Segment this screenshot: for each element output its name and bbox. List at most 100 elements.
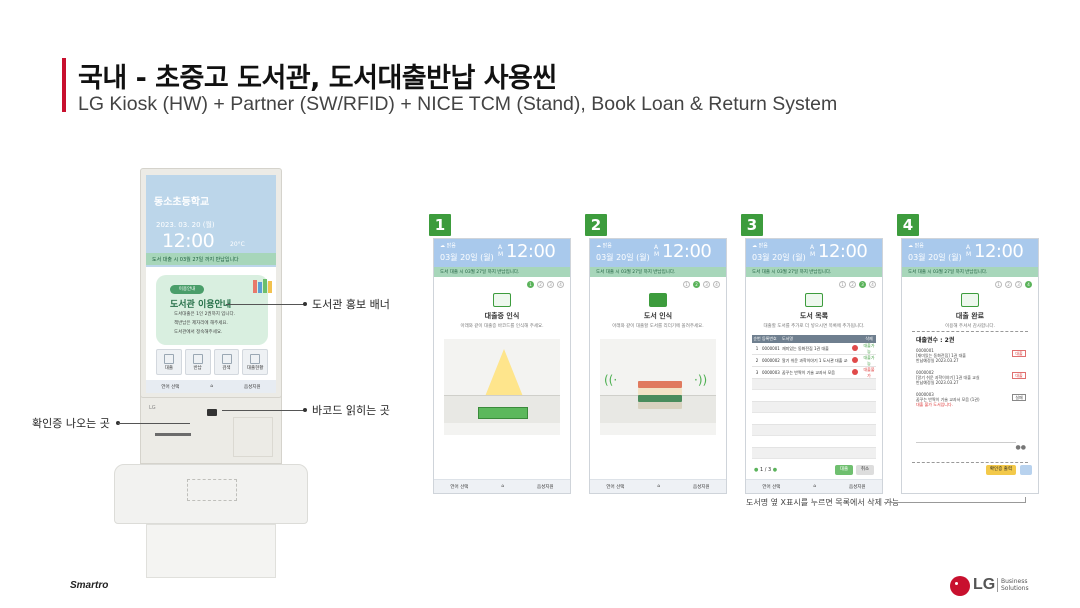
step-screen: ☁ 맑음 03월 20일 (월) A M 12:00 도서 대출 시 03월 2… [745, 238, 883, 494]
loan-button[interactable]: 대출 [156, 349, 182, 375]
loan-receipt: 대출권수 : 2권 0000001 [재미있는 동화전집] 1권 대출 반납예정… [912, 331, 1028, 463]
table-row: 2 0000002 알기 쉬운 과학이야기 1 도서관 대출 교실 대출가능 [752, 355, 876, 367]
rfid-wave-icon: ((· [604, 373, 618, 387]
screen-date: 03월 20일 (월) [596, 253, 650, 262]
kiosk-display-frame: 동소초등학교 2023. 03. 20 (월) 12:00 20°C 도서 대출… [140, 168, 282, 398]
pager[interactable]: ● 1 / 3 ● [754, 467, 777, 473]
home-icon[interactable]: ⌂ [501, 484, 505, 489]
step-badge: 2 [585, 214, 607, 236]
search-button[interactable]: 검색 [213, 349, 240, 375]
receipt-item: 0000001 [재미있는 동화전집] 1권 대출 반납예정일 2023.03.… [916, 348, 966, 363]
callout-dot [303, 302, 307, 306]
table-row-empty [752, 413, 876, 425]
step-instruction: 대출할 도서를 추가로 더 넣으시면 목록에 추가됩니다. [763, 324, 865, 329]
delete-icon[interactable] [848, 345, 862, 352]
language-button[interactable]: 언어 선택 [606, 484, 625, 490]
step-heading: 도서 목록 [799, 312, 829, 320]
print-receipt-button[interactable]: 확인증 출력 [986, 465, 1016, 475]
step-dot: 3 [1015, 281, 1022, 288]
weather-icon: ☁ 맑음 [908, 243, 924, 249]
weather-icon: ☁ 맑음 [440, 243, 456, 249]
banner-title: 도서관 이용안내 [170, 300, 232, 310]
kiosk-body: LG [140, 394, 282, 464]
step-badge: 4 [897, 214, 919, 236]
close-button[interactable] [1020, 465, 1032, 475]
check-books-icon [961, 293, 979, 307]
kiosk-content: 이용안내 도서관 이용안내 도서대출은 1인 2권까지 입니다. 책반납은 제자… [146, 267, 276, 393]
row-no: 2 [755, 358, 759, 363]
step-instruction: 이용해 주셔서 감사합니다. [945, 324, 995, 329]
book-image [638, 381, 682, 388]
library-promo-banner[interactable]: 이용안내 도서관 이용안내 도서대출은 1인 2권까지 입니다. 책반납은 제자… [156, 275, 272, 345]
step3-caption: 도서명 옆 X표시를 누르면 목록에서 삭제 가능 [746, 498, 900, 507]
table-row: 3 0000003 꿈꾸는 반짝이 기술 교과서 모음 대출불가 [752, 367, 876, 379]
language-button[interactable]: 언어 선택 [450, 484, 469, 490]
step-instruction: 아래와 같이 대출증 바코드를 인식해 주세요. [460, 324, 544, 329]
weather-icon: ☁ 맑음 [752, 243, 768, 249]
prev-icon[interactable]: ● [754, 467, 759, 473]
delete-icon[interactable] [848, 369, 862, 376]
kiosk-stand [146, 524, 276, 578]
status-badge: 대출 [1012, 350, 1026, 357]
step-screen: ☁ 맑음 03월 20일 (월) A M 12:00 도서 대출 시 03월 2… [901, 238, 1039, 494]
status-badge: 실패 [1012, 394, 1026, 401]
rfid-illustration: ((· ·)) [600, 339, 716, 435]
home-icon[interactable]: ⌂ [813, 484, 817, 489]
voice-button[interactable]: 음성지원 [693, 484, 710, 490]
kiosk-photo: LG 동소초등학교 2023. 03. 20 (월) 12:00 20°C 도서… [114, 168, 308, 578]
screen-footer: 언어 선택 ⌂ 음성지원 [590, 479, 726, 493]
book-image [638, 402, 682, 409]
callout-banner: 도서관 홍보 배너 [312, 298, 390, 311]
screen-header: ☁ 맑음 03월 20일 (월) A M 12:00 [434, 239, 570, 267]
return-button[interactable]: 반납 [184, 349, 211, 375]
step-heading: 도서 인식 [643, 312, 673, 320]
voice-button[interactable]: 음성지원 [849, 484, 866, 490]
home-icon[interactable]: ⌂ [210, 384, 214, 389]
callout-line [222, 410, 304, 411]
loan-status-button[interactable]: 대출현황 [242, 349, 268, 375]
card-dispenser-slot [155, 433, 191, 436]
row-status: 대출가능 [863, 342, 875, 354]
callout-line [118, 423, 190, 424]
step-heading: 대출 완료 [955, 312, 985, 320]
voice-button[interactable]: 음성지원 [244, 384, 261, 390]
item-due: 반납예정일 2023.03.27 [916, 358, 959, 363]
banner-line: 도서대출은 1인 2권까지 입니다. [174, 312, 236, 317]
book-image [638, 395, 682, 402]
page-subtitle: LG Kiosk (HW) + Partner (SW/RFID) + NICE… [78, 93, 838, 115]
loan-confirm-button[interactable]: 대출 [835, 465, 853, 475]
screen-time: 12:00 [818, 241, 868, 262]
step-instruction: 아래와 같이 대출할 도서를 리더기에 올려주세요. [612, 324, 704, 329]
screen-header: ☁ 맑음 03월 20일 (월) A M 12:00 [902, 239, 1038, 267]
item-due: 대출 불가 도서입니다. [916, 402, 953, 407]
scroll-arrows-icon[interactable]: ●● [1015, 444, 1026, 451]
step-dot: 1 [527, 281, 534, 288]
language-button[interactable]: 언어 선택 [762, 484, 781, 490]
banner-line: 책반납은 제자리에 해주세요. [174, 321, 228, 326]
page-title: 국내 - 초중고 도서관, 도서대출반납 사용씬 [78, 63, 557, 94]
step-dot: 1 [683, 281, 690, 288]
voice-button[interactable]: 음성지원 [537, 484, 554, 490]
next-icon[interactable]: ● [772, 467, 778, 473]
row-title: 재미있는 동화전집 1권 대출 [782, 345, 829, 351]
step-dot: 3 [703, 281, 710, 288]
screen-header: ☁ 맑음 03월 20일 (월) A M 12:00 [590, 239, 726, 267]
callout-barcode: 바코드 읽히는 곳 [312, 404, 390, 417]
callout-card: 확인증 나오는 곳 [32, 417, 110, 430]
delete-icon[interactable] [848, 357, 862, 364]
kiosk-menu: 대출 반납 검색 대출현황 [156, 349, 268, 375]
item-id: 0000002 [916, 370, 934, 375]
banner-pill: 이용안내 [170, 285, 204, 294]
home-icon[interactable]: ⌂ [657, 484, 661, 489]
screen-date: 03월 20일 (월) [908, 253, 962, 262]
cancel-button[interactable]: 취소 [856, 465, 874, 475]
language-button[interactable]: 언어 선택 [161, 384, 180, 390]
screen-date: 03월 20일 (월) [752, 253, 806, 262]
card-icon [493, 293, 511, 307]
kiosk-date: 2023. 03. 20 (월) [156, 221, 215, 229]
step-badge: 3 [741, 214, 763, 236]
barcode-scanner [207, 409, 217, 416]
step-dot: 3 [859, 281, 866, 288]
